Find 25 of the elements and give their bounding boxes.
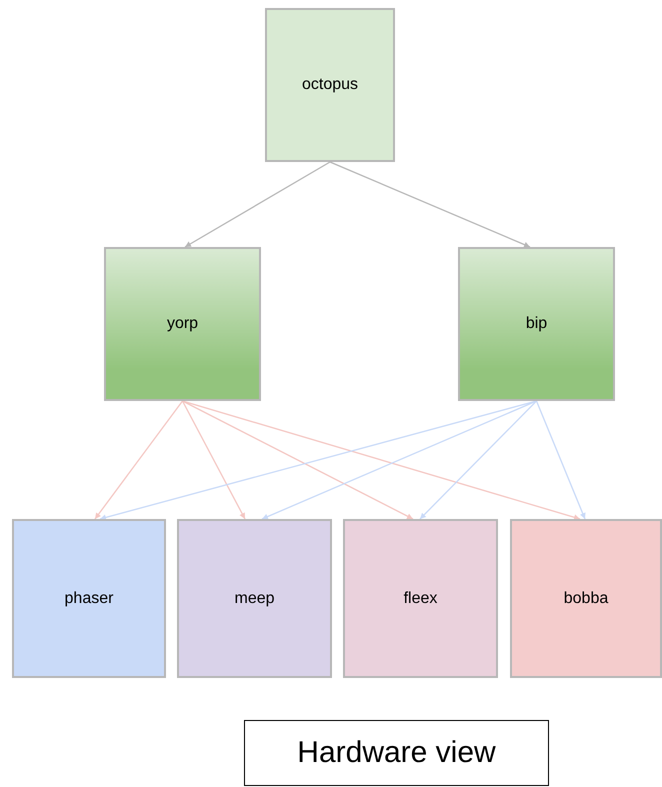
process-box xyxy=(510,519,662,678)
node-label: bobba xyxy=(564,590,608,608)
node-label: Hardware view xyxy=(297,736,496,770)
node-label: yorp xyxy=(166,315,198,333)
arrow xyxy=(330,161,530,248)
node-label: fleex xyxy=(404,590,438,608)
caption-box xyxy=(244,720,549,786)
node-label: phaser xyxy=(64,590,114,608)
arrow xyxy=(420,400,537,520)
process-box xyxy=(458,247,615,401)
process-box xyxy=(265,8,395,162)
arrow xyxy=(182,400,414,520)
process-box xyxy=(104,247,261,401)
node-label: octopus xyxy=(302,76,358,94)
arrow xyxy=(94,400,184,520)
process-box xyxy=(177,519,332,678)
arrow xyxy=(182,400,246,520)
arrow xyxy=(262,400,537,520)
arrow xyxy=(536,400,586,520)
arrow xyxy=(184,161,330,248)
process-box xyxy=(12,519,166,678)
process-box xyxy=(343,519,498,678)
arrow xyxy=(182,400,580,520)
node-label: meep xyxy=(234,590,275,608)
node-label: bip xyxy=(526,315,548,333)
